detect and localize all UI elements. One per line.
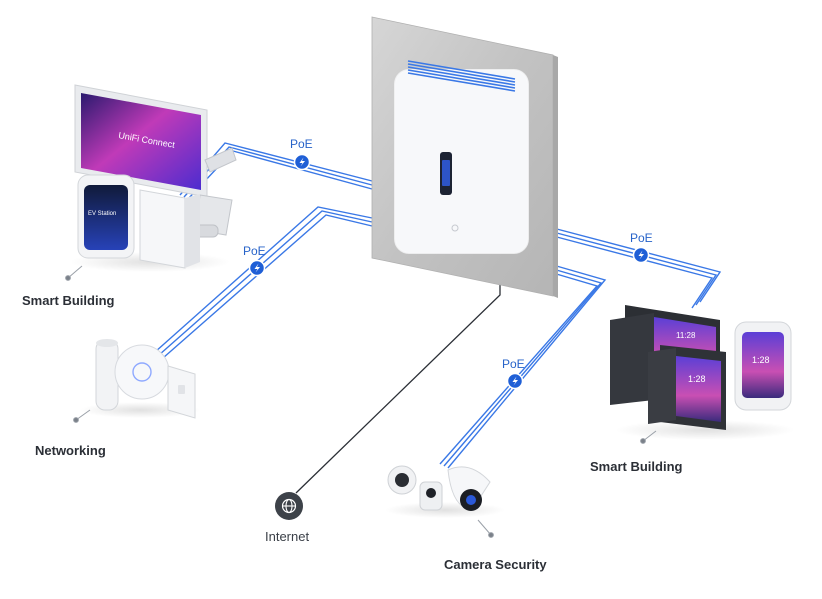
phone-time-3: 1:28 — [752, 355, 770, 365]
connect-display-device: UniFi Connect — [70, 84, 237, 272]
globe-icon — [275, 492, 303, 520]
leader-lines — [65, 265, 657, 538]
cable-monitor-to-hub — [179, 142, 373, 200]
ev-station-text: EV Station — [88, 211, 116, 217]
poe-badge: PoE — [502, 357, 525, 390]
ev-station-device: EV Station — [77, 174, 135, 259]
label-networking: Networking — [35, 443, 106, 458]
label-smart-building-left: Smart Building — [22, 293, 115, 308]
poe-label: PoE — [502, 357, 525, 371]
poe-badge: PoE — [243, 244, 266, 277]
poe-label: PoE — [290, 137, 313, 151]
poe-label: PoE — [243, 244, 266, 258]
label-smart-building-right: Smart Building — [590, 459, 683, 474]
poe-badge: PoE — [290, 137, 313, 171]
label-internet: Internet — [265, 529, 310, 544]
label-camera-security: Camera Security — [444, 557, 547, 572]
touch-phones-devices: 1:28 11:28 1:28 — [610, 305, 795, 440]
cable-networking-to-hub — [154, 206, 373, 359]
poe-label: PoE — [630, 231, 653, 245]
phone-time-2: 1:28 — [688, 374, 706, 384]
networking-devices — [80, 339, 200, 419]
cable-hub-to-cameras — [439, 264, 607, 469]
cable-internet — [295, 280, 501, 494]
unifi-hub-device — [394, 60, 529, 254]
cable-hub-to-phones — [552, 227, 722, 309]
camera-devices — [385, 465, 505, 518]
poe-badge: PoE — [630, 231, 653, 264]
phone-time-1: 11:28 — [676, 331, 696, 340]
